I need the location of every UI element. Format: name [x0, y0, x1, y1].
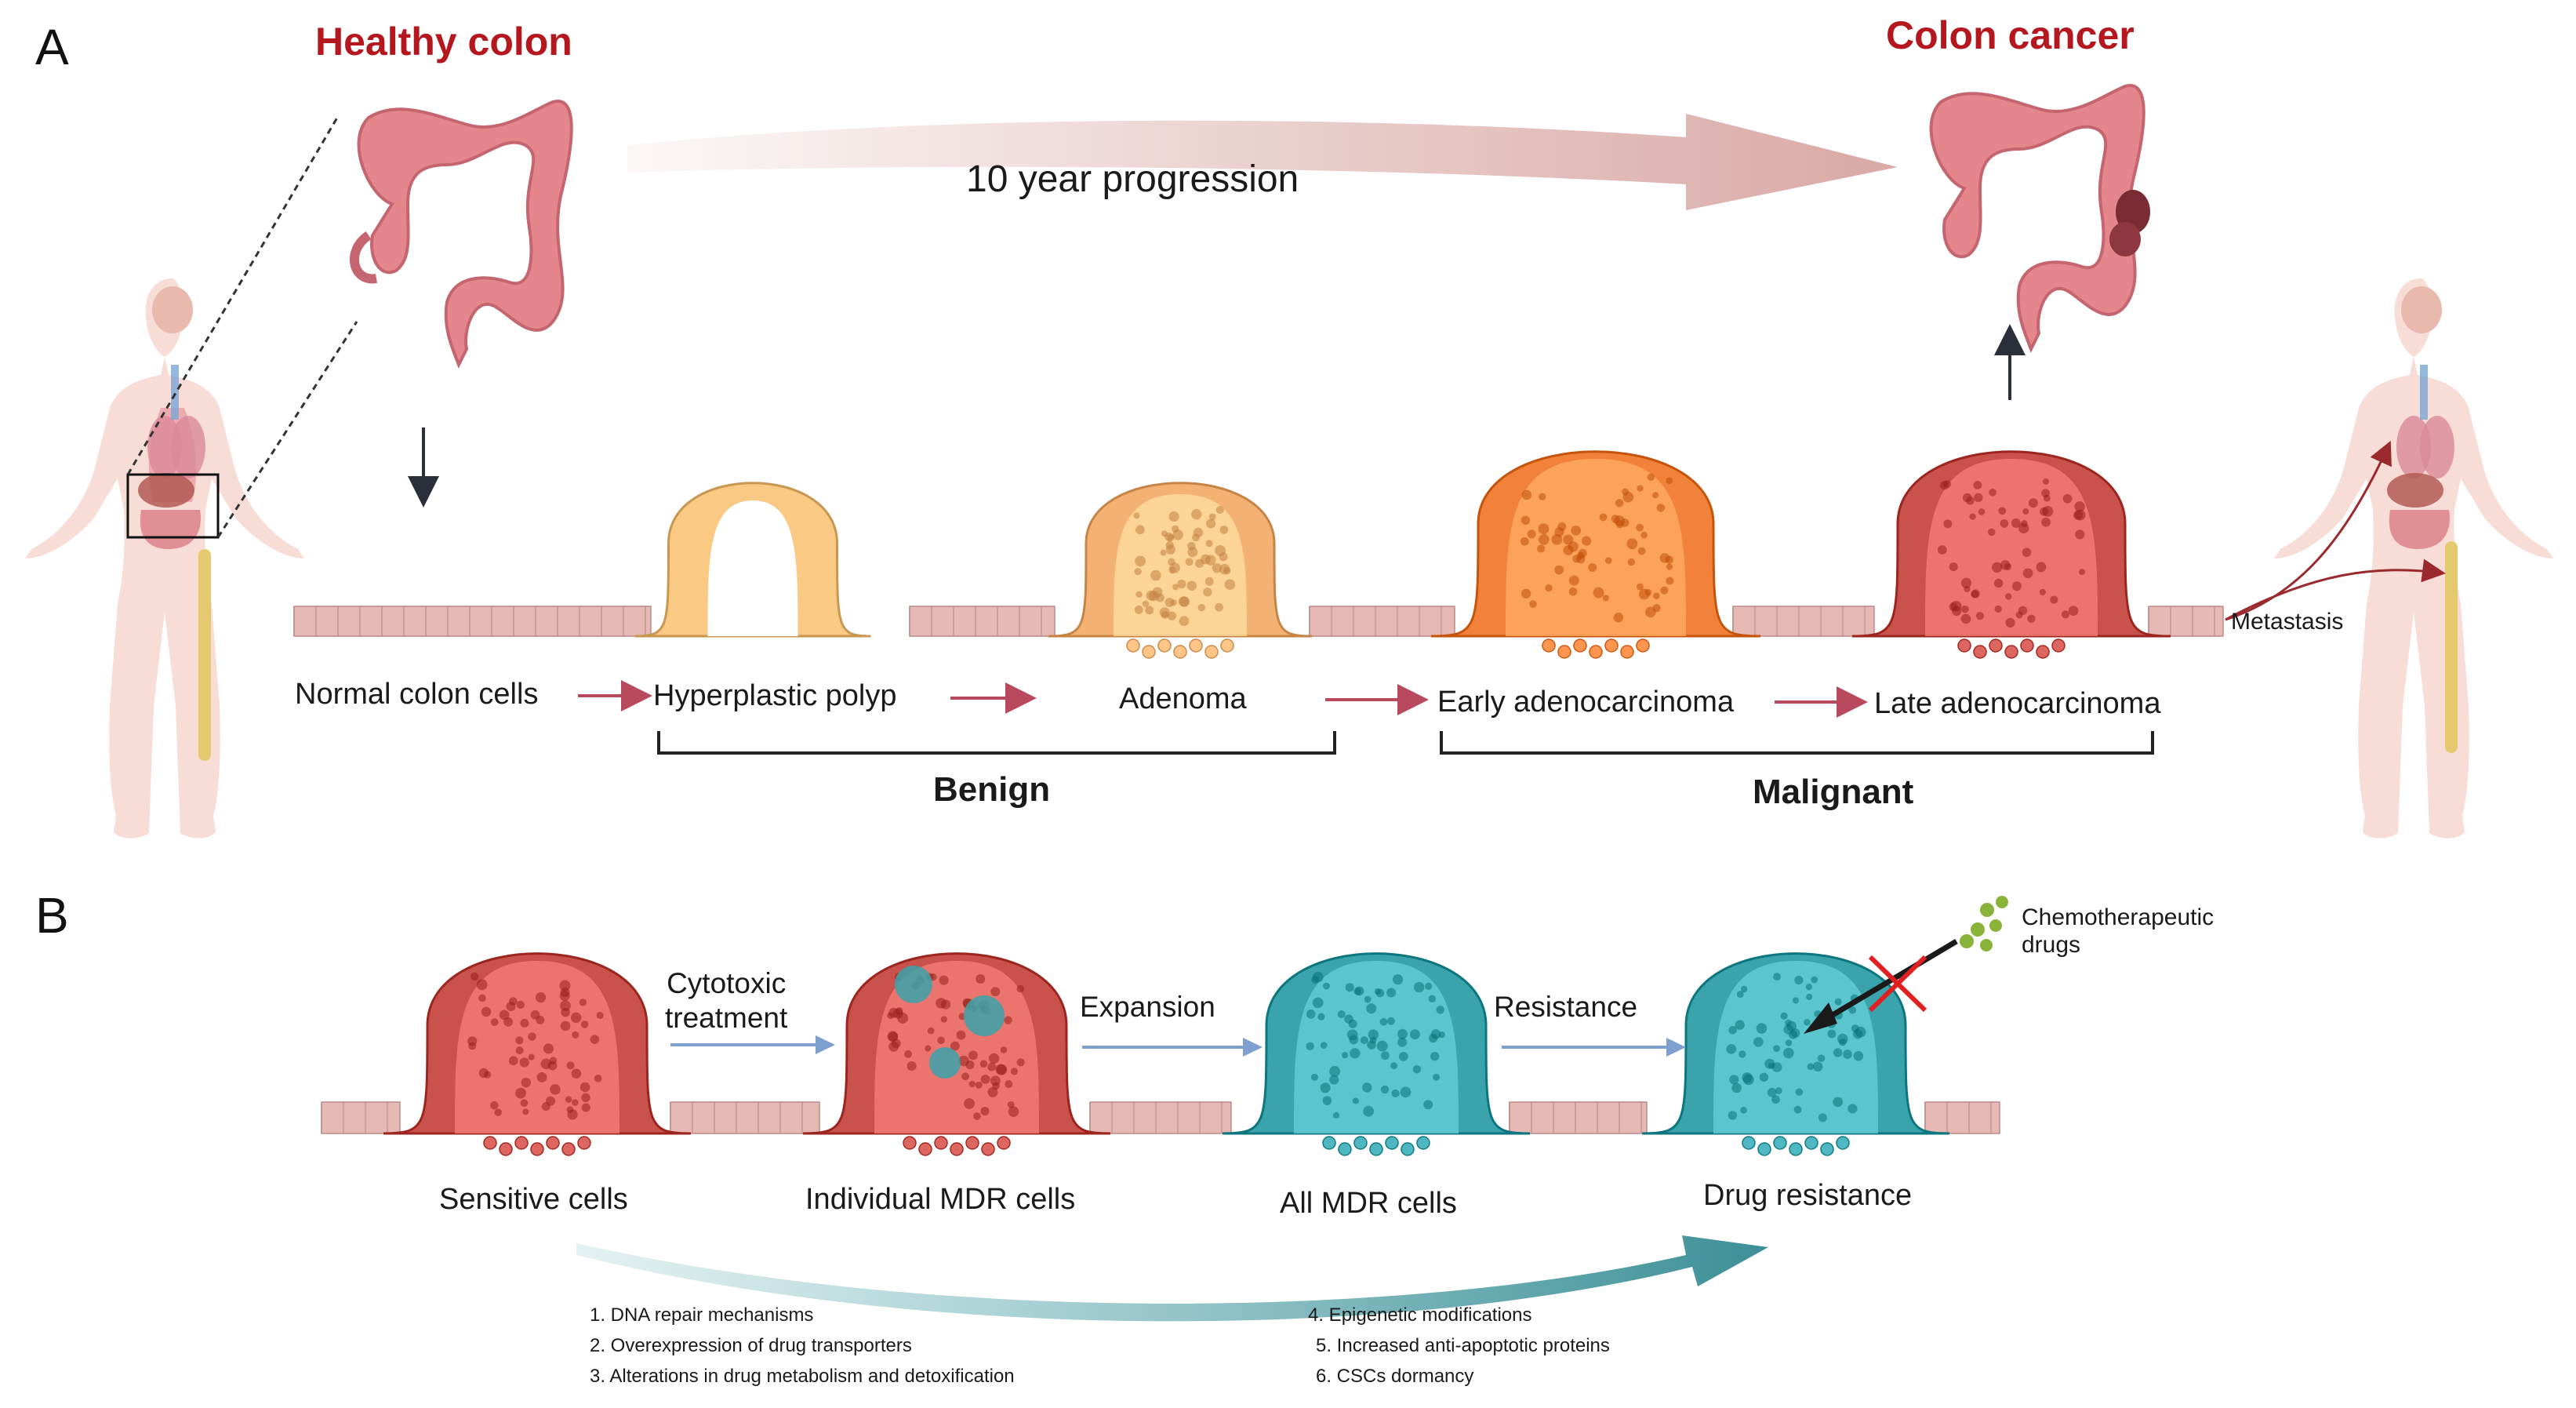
tissue-band-b [321, 952, 2000, 1156]
healthy-colon-title: Healthy colon [315, 20, 572, 64]
metastasis-arrow-1 [2225, 440, 2392, 621]
step-expansion-label: Expansion [1080, 991, 1215, 1023]
stage-late-label: Late adenocarcinoma [1874, 687, 2161, 720]
mechanism-2: 2. Overexpression of drug transporters [590, 1335, 912, 1356]
panel-label-a: A [35, 19, 69, 75]
step-cytotoxic-label: Cytotoxic treatment [665, 967, 788, 1035]
malignant-bracket [1440, 731, 2154, 755]
stage-adenoma-label: Adenoma [1119, 682, 1247, 715]
label-all-mdr: All MDR cells [1280, 1187, 1457, 1220]
mechanism-3: 3. Alterations in drug metabolism and de… [590, 1366, 1015, 1387]
label-individual-mdr: Individual MDR cells [805, 1183, 1076, 1216]
benign-label: Benign [933, 770, 1051, 809]
malignant-label: Malignant [1753, 773, 1914, 811]
label-sensitive-cells: Sensitive cells [439, 1183, 628, 1216]
mechanism-1: 1. DNA repair mechanisms [590, 1304, 814, 1326]
mechanism-5: 5. Increased anti-apoptotic proteins [1316, 1335, 1610, 1356]
progression-label: 10 year progression [966, 158, 1299, 200]
step-resistance-label: Resistance [1494, 991, 1638, 1023]
mechanism-4: 4. Epigenetic modifications [1308, 1304, 1532, 1326]
drug-entry-arrow [1810, 938, 1958, 1031]
zoom-line-top [126, 117, 339, 475]
label-drug-resistance: Drug resistance [1703, 1179, 1913, 1212]
chemotherapeutic-drugs-icon [1960, 896, 2008, 951]
metastasis-arrow-2 [2225, 558, 2446, 621]
mechanism-arrow [576, 1235, 1768, 1322]
human-body-left [25, 278, 304, 839]
zoom-line-bottom [216, 321, 358, 538]
human-body-right [2274, 278, 2553, 839]
benign-bracket [657, 731, 1336, 755]
stage-hyperplastic-label: Hyperplastic polyp [653, 679, 897, 712]
stage-normal-label: Normal colon cells [295, 678, 539, 711]
cancer-colon-illustration [1929, 84, 2150, 353]
drugs-label: Chemotherapeutic drugs [2022, 904, 2214, 958]
panel-label-b: B [35, 887, 69, 944]
healthy-colon-illustration [350, 100, 573, 369]
tissue-band-a [293, 450, 2224, 659]
colon-cancer-title: Colon cancer [1886, 13, 2135, 57]
mechanism-6: 6. CSCs dormancy [1316, 1366, 1474, 1387]
stage-early-label: Early adenocarcinoma [1437, 686, 1735, 719]
metastasis-label: Metastasis [2231, 609, 2344, 635]
progression-arrow [627, 114, 1898, 210]
